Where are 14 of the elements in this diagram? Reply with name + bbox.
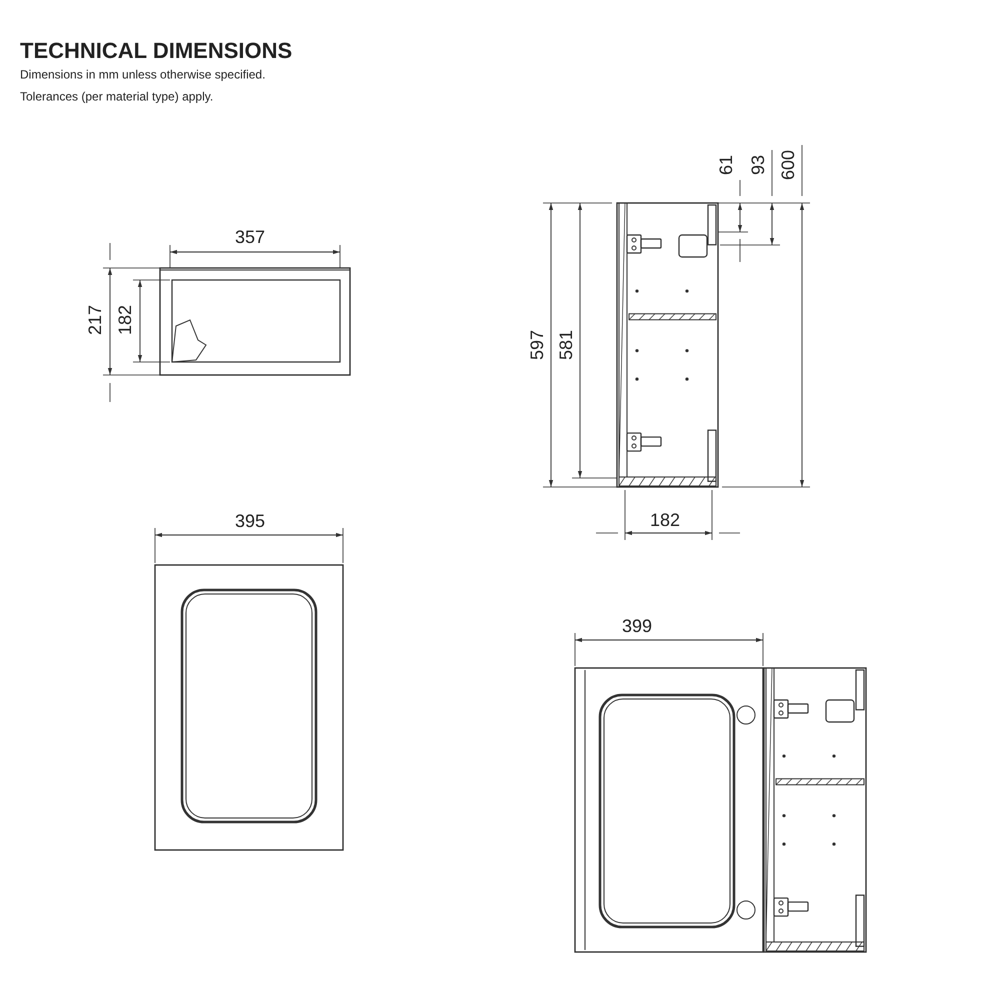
note-text: Dimensions in mm unless otherwise specified. [20,68,266,82]
note-text: Tolerances (per material type) apply. [20,90,214,104]
dimension-label: 581 [557,330,577,360]
dimension-label: 182 [116,304,136,336]
dimension-label: 597 [528,330,548,360]
dimension-label: 357 [234,228,266,248]
dimension-label: 182 [650,511,680,531]
dimension-label: 93 [749,154,769,176]
title: TECHNICAL DIMENSIONS [20,38,292,64]
dimension-label: 217 [86,304,106,336]
dimension-label: 600 [779,150,799,180]
dimension-label: 399 [622,617,652,637]
dimension-label: 61 [717,154,737,176]
dimension-label: 395 [234,512,266,532]
